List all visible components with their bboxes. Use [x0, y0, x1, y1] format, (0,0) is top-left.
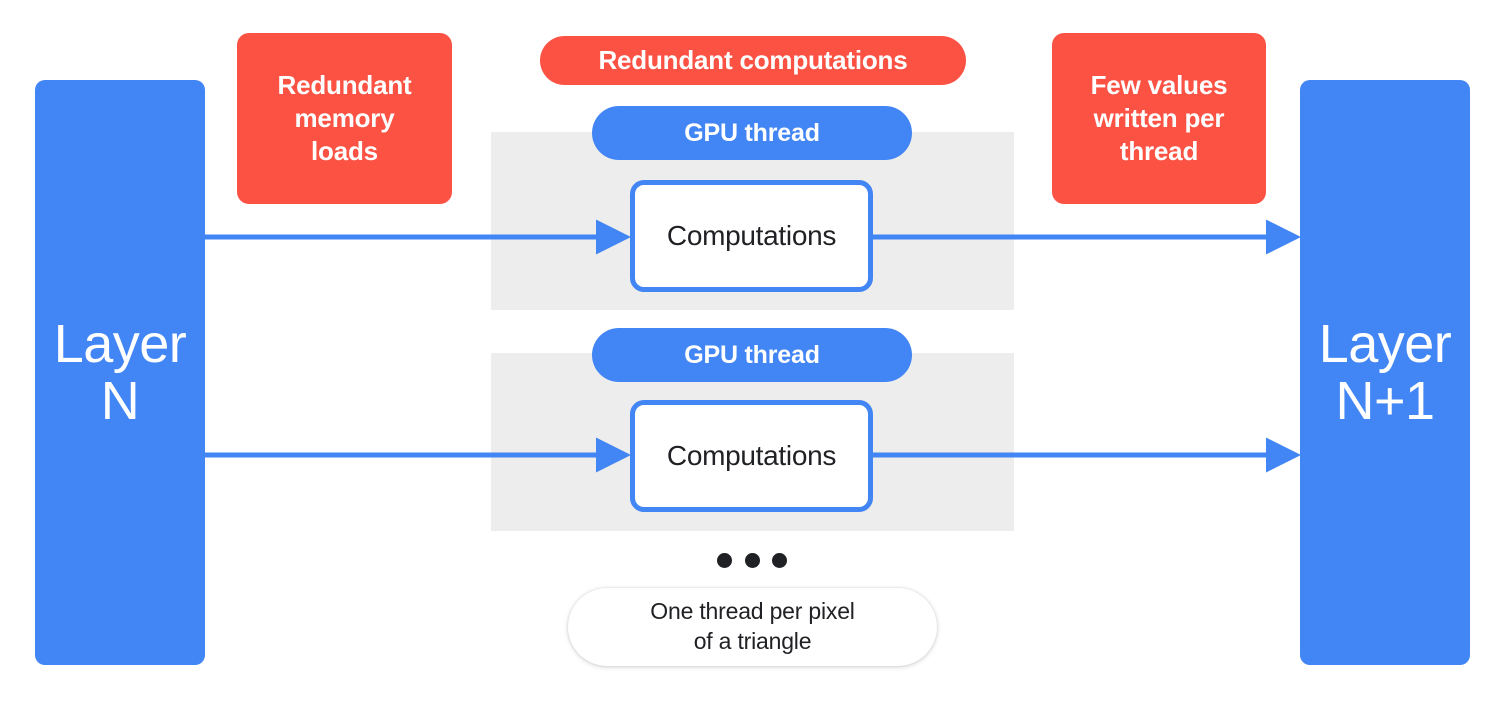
ellipsis-dot-2 — [744, 552, 760, 568]
gpu-thread-pill-1: GPU thread — [592, 106, 912, 160]
callout-few-values-written-per-thread: Few values written per thread — [1052, 33, 1266, 204]
computations-box-1: Computations — [630, 180, 873, 292]
callout-redundant-memory-loads: Redundant memory loads — [237, 33, 452, 204]
ellipsis-icon — [717, 550, 787, 570]
callout-redundant-computations: Redundant computations — [540, 36, 966, 85]
ellipsis-dot-1 — [717, 552, 732, 568]
layer-n-plus-1-block: Layer N+1 — [1300, 80, 1470, 665]
computations-box-2: Computations — [630, 400, 873, 512]
gpu-thread-pill-2: GPU thread — [592, 328, 912, 382]
layer-n-block: Layer N — [35, 80, 205, 665]
caption-one-thread-per-pixel: One thread per pixel of a triangle — [568, 588, 937, 666]
ellipsis-dot-3 — [772, 552, 787, 568]
